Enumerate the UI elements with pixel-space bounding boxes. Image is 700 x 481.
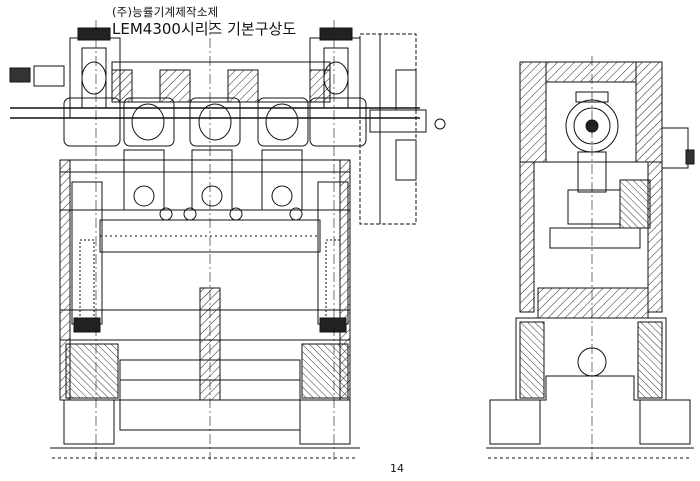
side-view (486, 56, 695, 460)
front-view (9, 20, 446, 460)
drawing-title: LEM4300시리즈 기본구상도 (112, 20, 297, 38)
company-label: (주)능률기계제작소제 (112, 5, 219, 19)
page-number: 14 (390, 462, 404, 475)
crown-outline (111, 61, 331, 103)
left-balancer (71, 181, 103, 325)
